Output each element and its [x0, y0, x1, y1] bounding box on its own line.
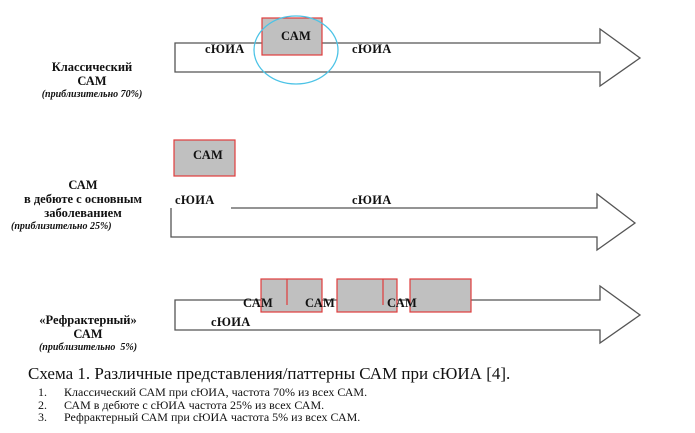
event-label: САМ — [387, 296, 418, 310]
event-box-onset — [173, 139, 236, 177]
event-label: САМ — [243, 296, 274, 310]
event-box-refractory-3 — [409, 278, 472, 313]
item-text: САМ в дебюте с сЮИА частота 25% из всех … — [64, 397, 325, 412]
item-number: 3. — [38, 410, 47, 424]
row-frequency-note: (приблизительно 5%) — [38, 342, 138, 353]
timeline-arrow-onset — [170, 192, 637, 252]
event-box-refractory-1 — [260, 278, 323, 313]
event-box-classic — [261, 17, 323, 56]
timeline-label: сЮИА — [352, 193, 392, 207]
event-label: САМ — [305, 296, 336, 310]
highlight-ellipse — [253, 15, 339, 85]
item-number: 2. — [38, 397, 47, 412]
timeline-label: сЮИА — [211, 315, 251, 329]
row-label-line: «Рефрактерный» — [39, 313, 137, 327]
item-number: 1. — [38, 385, 47, 399]
timeline-label: сЮИА — [175, 193, 215, 207]
row-label-line: САМ — [68, 178, 98, 192]
item-text: Рефрактерный САМ при сЮИА частота 5% из … — [64, 410, 361, 424]
row-label-classic: Классический САМ (приблизительно 70%) — [22, 60, 162, 102]
row-label-line: заболеванием — [44, 206, 122, 220]
row-label-line: САМ — [77, 74, 107, 88]
event-label: САМ — [193, 148, 224, 162]
figure-caption: Схема 1. Различные представления/паттерн… — [28, 364, 511, 383]
row-label-line: САМ — [73, 327, 103, 341]
row-frequency-note: (приблизительно 70%) — [41, 89, 143, 100]
row-label-line: Классический — [51, 60, 133, 74]
row-frequency-note: (приблизительно 25%) — [11, 221, 112, 232]
row-label-line: в дебюте с основным — [23, 192, 143, 206]
timeline-label: сЮИА — [205, 42, 245, 56]
timeline-arrow-classic — [174, 27, 642, 88]
row-label-onset: САМ в дебюте с основным заболеванием (пр… — [3, 178, 163, 234]
timeline-label: сЮИА — [352, 42, 392, 56]
row-label-refractory: «Рефрактерный» САМ (приблизительно 5%) — [18, 313, 158, 355]
event-box-refractory-2 — [336, 278, 398, 313]
event-label: САМ — [281, 29, 312, 43]
item-text: Классический САМ при сЮИА, частота 70% и… — [64, 385, 368, 399]
